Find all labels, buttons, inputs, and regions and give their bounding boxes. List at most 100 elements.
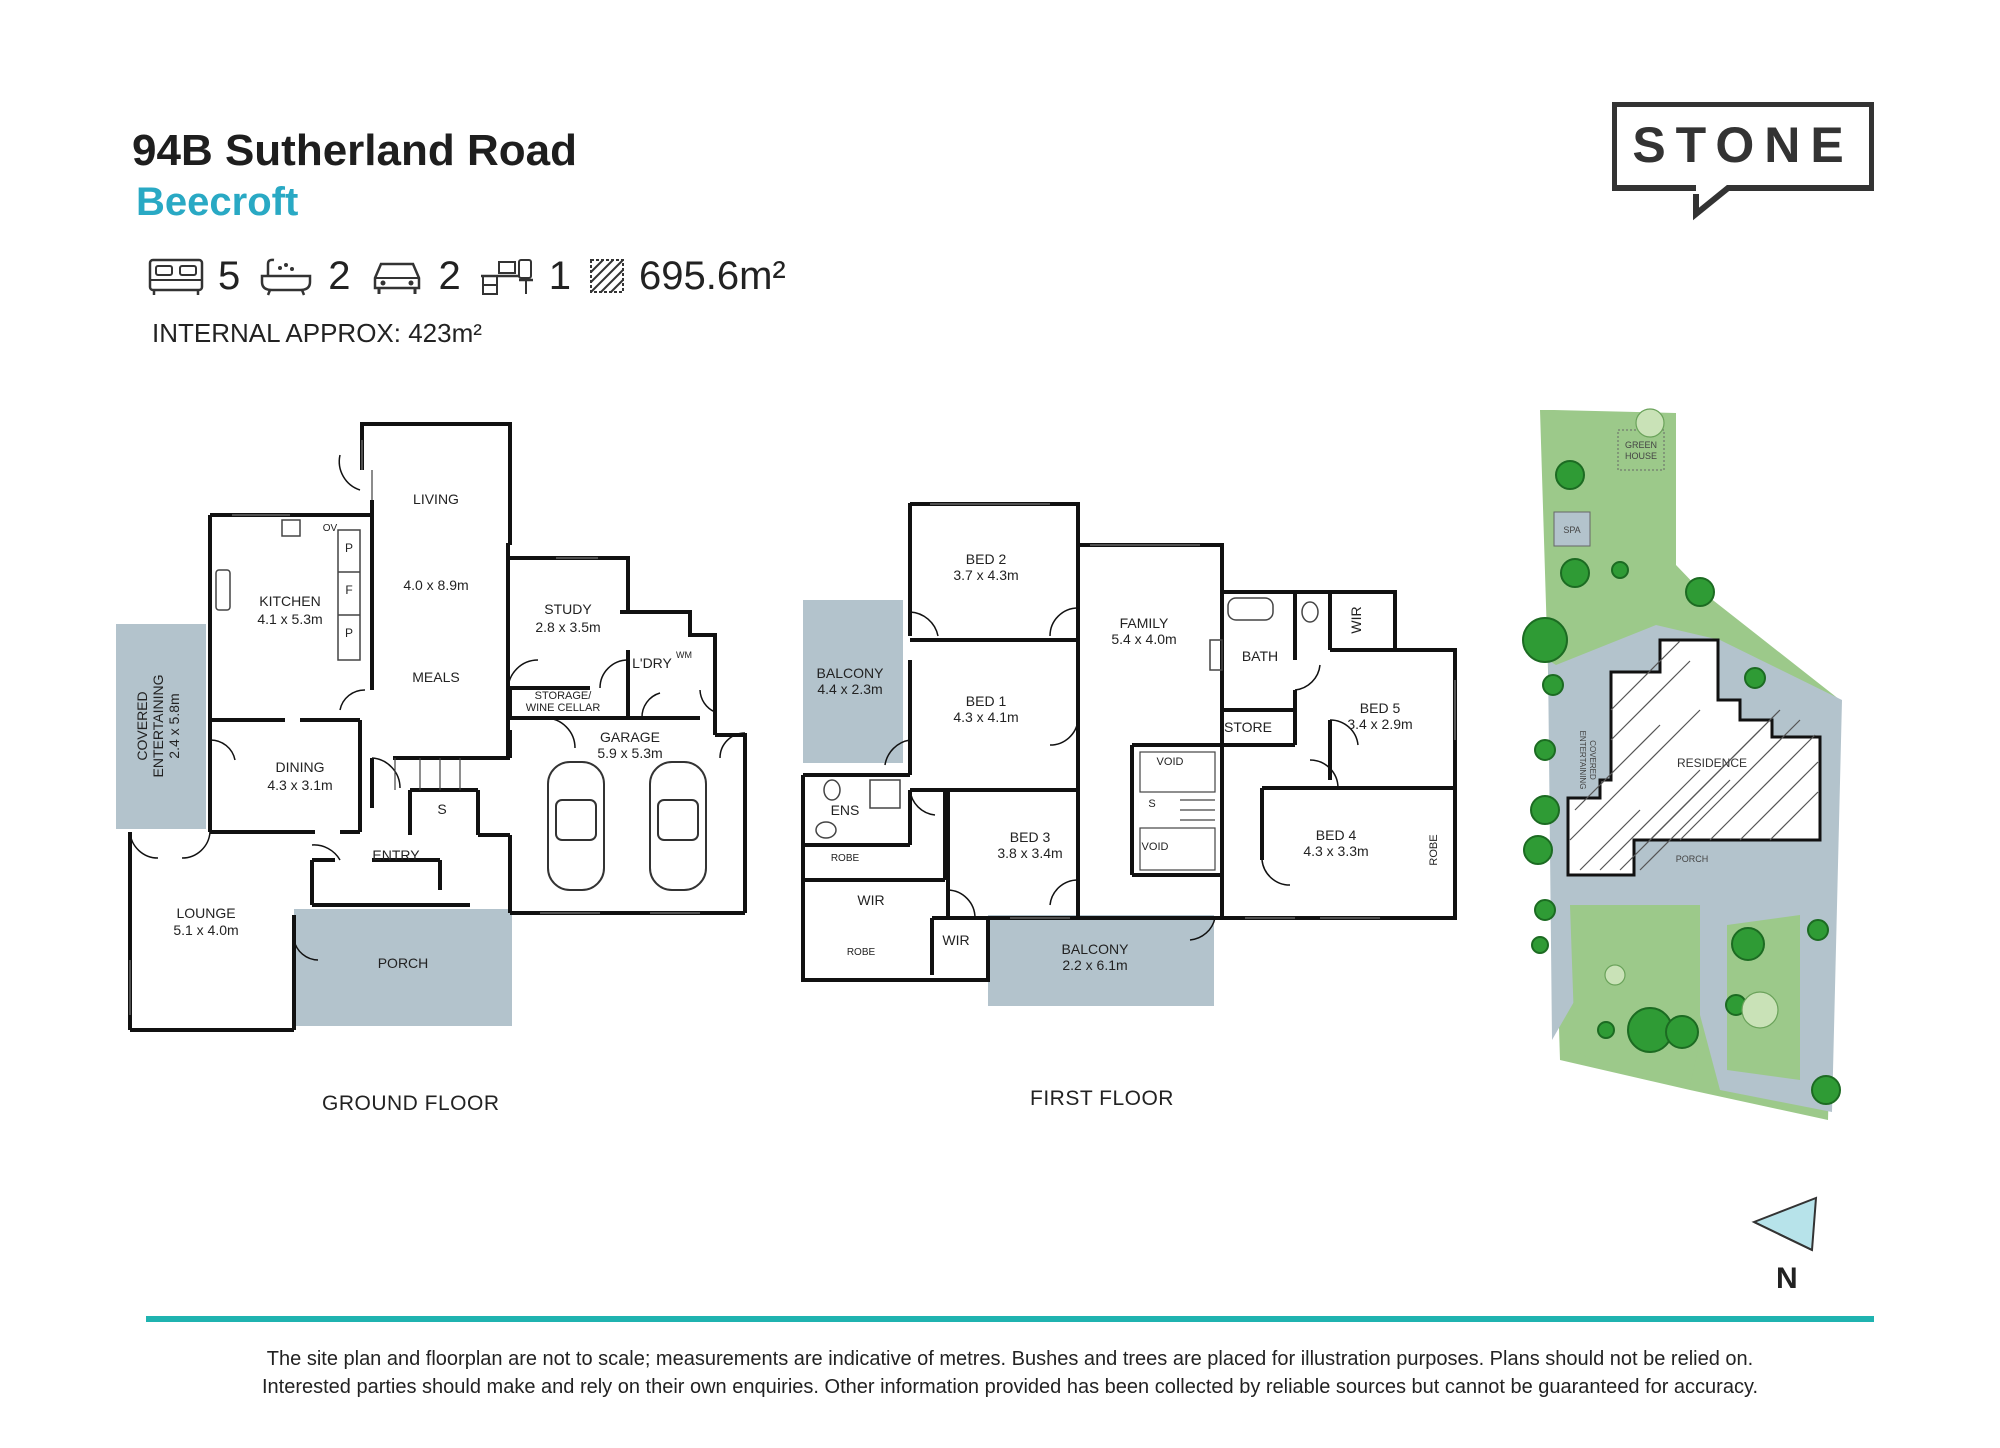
label-s-ground: S xyxy=(437,801,446,817)
label-store: STORE xyxy=(1224,719,1272,735)
land-area-value: 695.6m² xyxy=(639,253,786,298)
label-spa: SPA xyxy=(1563,525,1580,535)
label-living-size: 4.0 x 8.9m xyxy=(403,577,468,593)
first-void-stairs xyxy=(1139,751,1216,871)
first-windows xyxy=(930,503,1456,919)
label-green: GREEN xyxy=(1625,440,1657,450)
ground-floor-walls xyxy=(128,422,747,1032)
ground-stairs xyxy=(394,758,461,790)
label-house: HOUSE xyxy=(1625,451,1657,461)
label-bed1: BED 1 xyxy=(966,693,1007,709)
label-wir-left: WIR xyxy=(857,892,884,908)
label-bed3: BED 3 xyxy=(1010,829,1051,845)
kitchen-fittings xyxy=(215,519,361,661)
property-address: 94B Sutherland Road xyxy=(132,126,577,175)
label-bath: BATH xyxy=(1242,648,1278,664)
label-kitchen-size: 4.1 x 5.3m xyxy=(257,611,322,627)
ground-porch-area xyxy=(294,909,512,1026)
label-balcony-south: BALCONY xyxy=(1062,941,1130,957)
stat-bathrooms: 2 xyxy=(258,253,351,299)
land-area-icon xyxy=(590,259,624,293)
label-entertaining: ENTERTAINING xyxy=(150,675,166,778)
bed-icon xyxy=(148,258,204,295)
balcony-left-area xyxy=(803,600,903,763)
label-storage: STORAGE/ xyxy=(535,690,593,702)
residence-footprint xyxy=(1566,638,1822,877)
label-meals: MEALS xyxy=(412,669,459,685)
label-residence: RESIDENCE xyxy=(1677,756,1747,770)
label-void-1: VOID xyxy=(1157,756,1184,768)
label-study: STUDY xyxy=(544,601,592,617)
first-floor-caption: FIRST FLOOR xyxy=(1030,1087,1174,1110)
label-bed5-size: 3.4 x 2.9m xyxy=(1347,716,1412,732)
label-family-size: 5.4 x 4.0m xyxy=(1111,631,1176,647)
label-wm: WM xyxy=(676,650,692,660)
label-study-size: 2.8 x 3.5m xyxy=(535,619,600,635)
label-covered-size: 2.4 x 5.8m xyxy=(166,693,182,758)
label-wine-cellar: WINE CELLAR xyxy=(526,702,601,714)
label-lounge: LOUNGE xyxy=(176,905,235,921)
label-ens: ENS xyxy=(831,802,860,818)
label-void-2: VOID xyxy=(1142,841,1169,853)
label-balcony-south-size: 2.2 x 6.1m xyxy=(1062,957,1127,973)
disclaimer: The site plan and floorplan are not to s… xyxy=(146,1345,1874,1401)
label-lounge-size: 5.1 x 4.0m xyxy=(173,922,238,938)
label-bed2-size: 3.7 x 4.3m xyxy=(953,567,1018,583)
bath-icon xyxy=(261,258,312,296)
label-living: LIVING xyxy=(413,491,459,507)
property-stats: 5 2 2 1 xyxy=(148,248,804,304)
label-bed5: BED 5 xyxy=(1360,700,1401,716)
stat-studies: 1 xyxy=(479,254,571,299)
disclaimer-line-2: Interested parties should make and rely … xyxy=(261,1376,1759,1398)
footer-divider xyxy=(146,1316,1874,1322)
cars-count: 2 xyxy=(438,253,461,298)
label-site-covered: COVERED xyxy=(1588,740,1597,780)
ground-floor-caption: GROUND FLOOR xyxy=(322,1092,500,1115)
north-arrow-icon xyxy=(1751,1196,1818,1252)
stat-cars: 2 xyxy=(369,254,461,299)
label-s-first: S xyxy=(1148,798,1155,810)
label-bed1-size: 4.3 x 4.1m xyxy=(953,709,1018,725)
site-plan: GREEN HOUSE SPA PORCH COVERED ENTERTAINI… xyxy=(1522,408,1842,1120)
label-site-porch: PORCH xyxy=(1676,854,1709,864)
north-label: N xyxy=(1776,1262,1798,1295)
label-entry: ENTRY xyxy=(372,847,420,863)
first-floor-walls xyxy=(801,502,1457,982)
first-doors xyxy=(884,607,1359,941)
label-pantry-1: P xyxy=(345,541,353,555)
label-bed3-size: 3.8 x 3.4m xyxy=(997,845,1062,861)
label-robe-2: ROBE xyxy=(847,947,876,958)
stone-logo: STONE xyxy=(1611,101,1875,222)
car-icon xyxy=(373,262,420,294)
garage-cars xyxy=(547,761,707,891)
label-porch: PORCH xyxy=(378,955,429,971)
label-dining: DINING xyxy=(276,759,325,775)
label-bed4-size: 4.3 x 3.3m xyxy=(1303,843,1368,859)
desk-icon xyxy=(480,259,533,295)
stat-land-area: 695.6m² xyxy=(589,254,786,299)
label-wir-top: WIR xyxy=(1348,606,1364,633)
bathrooms-count: 2 xyxy=(328,253,351,298)
ground-windows xyxy=(129,440,700,1015)
label-laundry: L'DRY xyxy=(632,655,672,671)
label-balcony-left: BALCONY xyxy=(817,665,885,681)
bedrooms-count: 5 xyxy=(218,253,241,298)
label-balcony-left-size: 4.4 x 2.3m xyxy=(817,681,882,697)
balcony-south-area xyxy=(988,915,1214,1006)
stat-bedrooms: 5 xyxy=(148,254,240,299)
ground-doors xyxy=(129,454,746,961)
internal-area: INTERNAL APPROX: 423m² xyxy=(152,318,482,348)
label-wir-small: WIR xyxy=(942,932,969,948)
label-fridge: F xyxy=(345,583,352,597)
label-site-entertaining: ENTERTAINING xyxy=(1578,731,1587,790)
label-kitchen: KITCHEN xyxy=(259,593,320,609)
label-oven: OV xyxy=(323,523,338,534)
label-family: FAMILY xyxy=(1120,615,1169,631)
label-robe-1: ROBE xyxy=(831,853,860,864)
bath-fittings xyxy=(815,597,1319,839)
label-bed4: BED 4 xyxy=(1316,827,1357,843)
label-robe-bed4: ROBE xyxy=(1428,834,1440,865)
label-pantry-2: P xyxy=(345,626,353,640)
property-suburb: Beecroft xyxy=(136,180,299,224)
